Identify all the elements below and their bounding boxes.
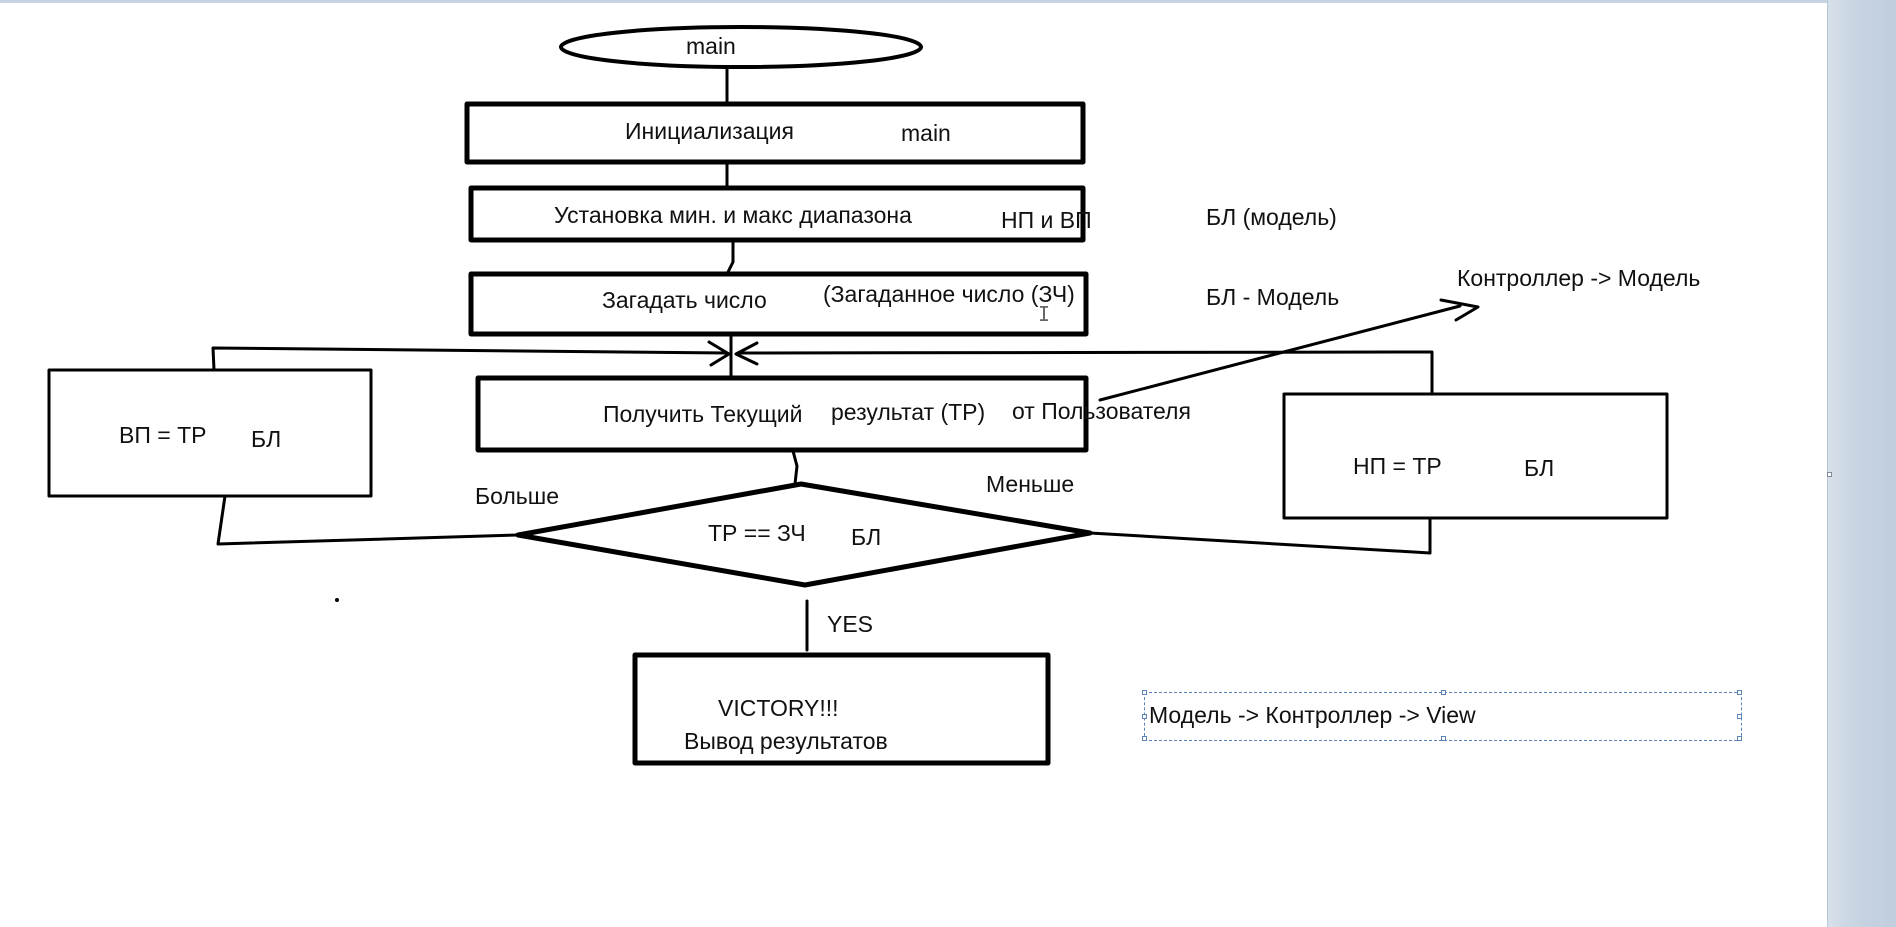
yes-label: YES [827,611,874,637]
stray-dot [335,598,339,602]
loop-right-line [736,350,1434,395]
left-box [47,368,373,498]
arrow-head-right [734,341,759,366]
controller-arrow [1098,304,1462,402]
branch-left-line [216,494,520,546]
controller-note: Контроллер -> Модель [1457,265,1701,291]
connector [791,449,799,486]
decision-note: БЛ [851,524,882,550]
selection-handle[interactable] [1737,714,1742,719]
textbox-text[interactable]: Модель -> Контроллер -> View [1149,702,1476,728]
flowchart-drawing [47,25,1669,766]
selection-handle[interactable] [1737,736,1742,741]
get-note: от Пользователя [1012,398,1191,424]
range-side-note: БЛ (модель) [1206,204,1337,230]
start-ellipse [559,25,923,69]
guess-label: Загадать число [602,287,767,313]
canvas-resize-handle[interactable] [1827,472,1832,477]
range-box [468,185,1086,243]
victory-line-2: Вывод результатов [684,728,888,754]
init-label: Инициализация [625,118,794,144]
branch-right-label: Меньше [986,471,1075,497]
right-box-label: НП = ТР [1353,453,1442,479]
side-panel [1827,0,1896,927]
get-result-box [475,375,1089,453]
decision-label: ТР == ЗЧ [708,520,806,546]
range-label: Установка мин. и макс диапазона [554,202,912,228]
right-box [1282,392,1669,520]
text-cursor-icon: I [1038,302,1051,326]
branch-left-label: Больше [475,483,560,509]
guess-side-note: БЛ - Модель [1206,284,1340,310]
branch-right-line [1088,516,1432,555]
right-box-note: БЛ [1524,455,1555,481]
get-label-2: результат (ТР) [831,399,986,425]
selected-textbox[interactable]: Модель -> Контроллер -> View [1142,690,1742,741]
victory-box [632,652,1051,766]
connector [726,238,735,276]
selection-handle[interactable] [1142,736,1147,741]
selection-handle[interactable] [1441,736,1446,741]
arrow-head-left [707,340,731,367]
selection-handle[interactable] [1441,690,1446,695]
guess-note: (Загаданное число (ЗЧ) [823,281,1075,307]
decision-diamond [515,481,1093,588]
selection-handle[interactable] [1737,690,1742,695]
selection-handle[interactable] [1142,714,1147,719]
range-note: НП и ВП [1001,207,1092,233]
loop-left-line [211,346,729,372]
selection-handle[interactable] [1142,690,1147,695]
drawing-canvas[interactable] [0,0,1827,927]
guess-box [468,271,1089,337]
init-note: main [901,120,951,146]
start-label: main [686,33,736,59]
controller-arrow-head [1439,298,1480,322]
left-box-note: БЛ [251,426,282,452]
left-box-label: ВП = ТР [119,422,207,448]
init-box [464,101,1086,165]
get-label-1: Получить Текущий [603,401,803,427]
victory-line-1: VICTORY!!! [718,695,839,721]
top-border [0,0,1827,3]
